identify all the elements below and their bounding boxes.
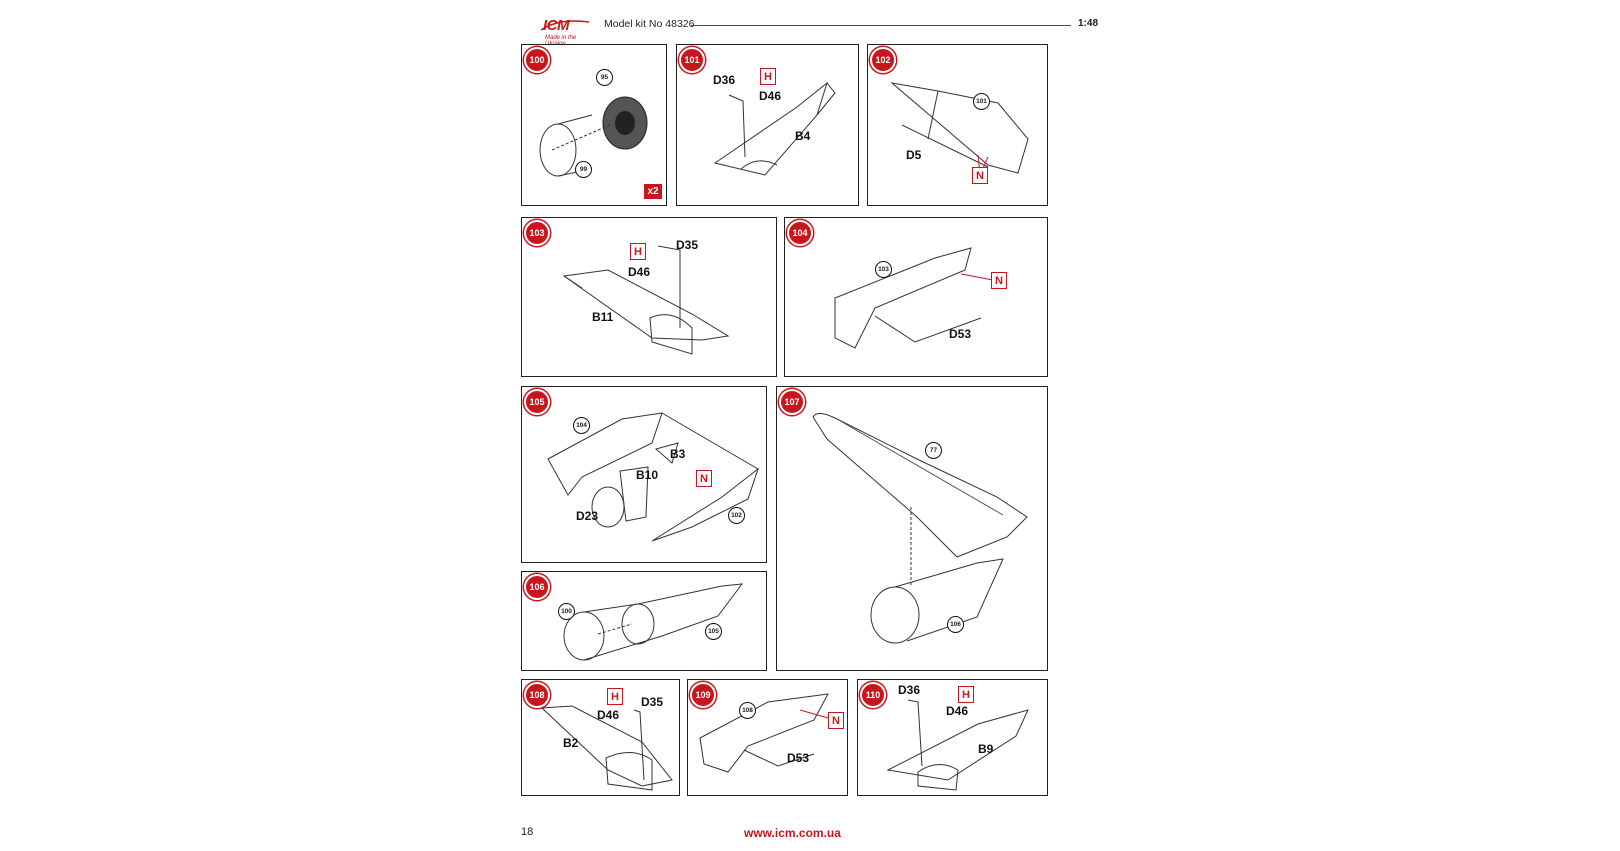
part-label: D23 — [576, 509, 599, 523]
nacelle-drawing — [886, 699, 1029, 791]
scale-label: 1:48 — [1078, 18, 1099, 29]
icm-logo: ICM Made in the Ukraine — [539, 14, 591, 47]
step-105-panel: 105 104 B3 N B10 D23 102 — [521, 386, 767, 563]
part-label: D35 — [676, 238, 699, 252]
header-rule — [691, 25, 1071, 26]
step-ref: 102 — [728, 507, 745, 524]
part-label: D36 — [713, 73, 736, 87]
step-106-panel: 106 100 105 — [521, 571, 767, 671]
nacelle-drawing — [562, 245, 730, 355]
part-label: D53 — [787, 751, 810, 765]
step-ref: 103 — [875, 261, 892, 278]
part-label: D35 — [641, 695, 664, 709]
step-number-badge: 108 — [524, 682, 550, 708]
paint-marker: N — [972, 167, 988, 184]
step-110-panel: 110 D36 H D46 B9 — [857, 679, 1048, 796]
glue-marker: H — [607, 688, 623, 705]
glue-marker: H — [760, 68, 776, 85]
nacelle-assembly-drawing — [547, 412, 759, 542]
nacelle-drawing — [540, 705, 673, 791]
step-ref: 106 — [947, 616, 964, 633]
logo-swoosh-icon — [540, 20, 590, 31]
engine-to-nacelle-drawing — [563, 583, 744, 661]
part-label: D46 — [628, 265, 651, 279]
step-number-badge: 109 — [690, 682, 716, 708]
step-number-badge: 105 — [524, 389, 550, 415]
part-ref-95: 95 — [596, 69, 613, 86]
page-number: 18 — [521, 826, 534, 838]
step-number-badge: 107 — [779, 389, 805, 415]
part-label: D46 — [759, 89, 782, 103]
step-number-badge: 101 — [679, 47, 705, 73]
step-103-panel: 103 D35 H D46 B11 — [521, 217, 777, 377]
part-label: B4 — [795, 129, 811, 143]
wing-nacelle-drawing — [812, 413, 1028, 644]
part-label: D36 — [898, 683, 921, 697]
part-label: B9 — [978, 742, 994, 756]
quantity-badge: x2 — [644, 184, 662, 199]
instruction-page: ICM Made in the Ukraine Model kit No 483… — [521, 0, 1098, 851]
part-label: D53 — [949, 327, 972, 341]
website-link[interactable]: www.icm.com.ua — [744, 826, 841, 840]
nacelle-interior-drawing — [890, 82, 1029, 176]
part-label: B10 — [636, 468, 659, 482]
glue-marker: H — [630, 243, 646, 260]
step-number-badge: 103 — [524, 220, 550, 246]
step-ref: 104 — [573, 417, 590, 434]
step-number-badge: 104 — [787, 220, 813, 246]
step-number-badge: 106 — [524, 574, 550, 600]
step-ref: 105 — [705, 623, 722, 640]
paint-marker: N — [696, 470, 712, 487]
step-number-badge: 102 — [870, 47, 896, 73]
part-label: D46 — [946, 704, 969, 718]
step-ref: 108 — [739, 702, 756, 719]
kit-title: Model kit No 48326 — [604, 18, 695, 30]
brand-name: ICM — [543, 17, 570, 34]
paint-marker: N — [991, 272, 1007, 289]
step-104-panel: 104 103 N D53 — [784, 217, 1048, 377]
page-header: ICM Made in the Ukraine Model kit No 483… — [539, 0, 1098, 47]
step-108-panel: 108 H D35 D46 B2 — [521, 679, 680, 796]
part-label: D46 — [597, 708, 620, 722]
nacelle-interior-drawing — [699, 693, 829, 773]
step-ref: 101 — [973, 93, 990, 110]
step-107-panel: 107 77 106 — [776, 386, 1048, 671]
paint-marker: N — [828, 712, 844, 729]
part-label: D5 — [906, 148, 922, 162]
step-102-panel: 102 101 D5 N — [867, 44, 1048, 206]
part-label: B11 — [592, 310, 614, 324]
nacelle-drawing — [713, 81, 836, 176]
step-100-panel: 100 95 99 x2 — [521, 44, 667, 206]
part-label: B3 — [670, 447, 686, 461]
step-ref: 77 — [925, 442, 942, 459]
engine-assembly-drawing — [539, 96, 648, 177]
step-ref: 100 — [558, 603, 575, 620]
part-ref-99: 99 — [575, 161, 592, 178]
glue-marker: H — [958, 686, 974, 703]
part-label: B2 — [563, 736, 579, 750]
step-number-badge: 100 — [524, 47, 550, 73]
step-101-panel: 101 D36 H D46 B4 — [676, 44, 859, 206]
step-number-badge: 110 — [860, 682, 886, 708]
nacelle-interior-drawing — [834, 247, 994, 349]
step-109-panel: 109 108 N D53 — [687, 679, 848, 796]
